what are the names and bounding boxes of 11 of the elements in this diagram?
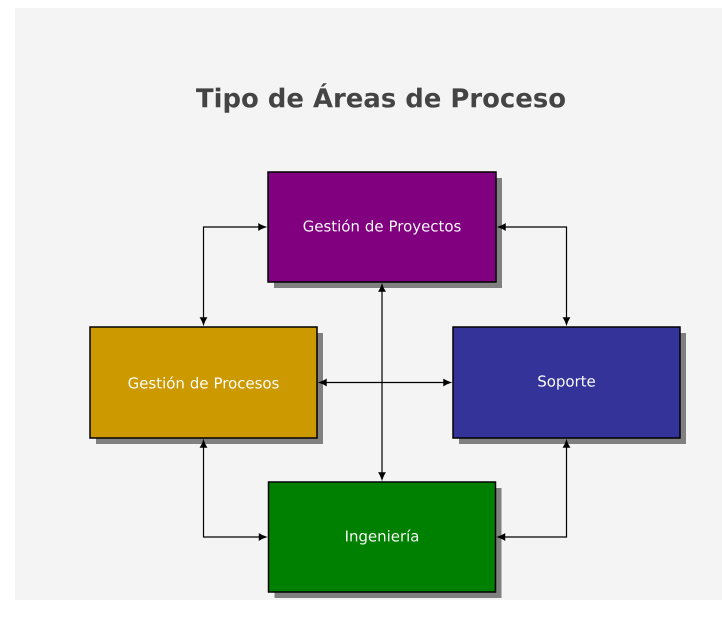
arrow [498, 440, 570, 540]
process-box: Soporte [452, 326, 686, 444]
process-box: Ingeniería [268, 481, 502, 598]
arrow [378, 284, 386, 480]
arrow [319, 379, 451, 386]
arrow [200, 440, 266, 540]
arrow [498, 224, 570, 325]
arrow [200, 224, 266, 325]
title: Tipo de Áreas de Proceso [196, 83, 565, 113]
process-box: Gestión de Proyectos [267, 171, 502, 288]
process-box: Gestión de Procesos [89, 326, 323, 444]
